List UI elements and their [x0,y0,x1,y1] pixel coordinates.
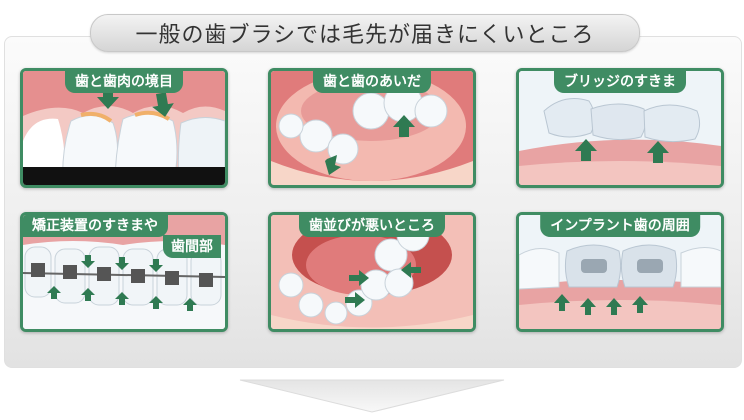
card-label: 矯正装置のすきまや [23,215,168,237]
card-between-teeth: 歯と歯のあいだ [268,68,476,188]
page-title-text: 一般の歯ブラシでは毛先が届きにくいところ [135,23,595,48]
implant-illustration [519,215,721,329]
card-orthodontic: 矯正装置のすきまや 歯間部 [20,212,228,332]
card-label: 歯と歯肉の境目 [65,71,183,93]
card-label: ブリッジのすきま [554,71,686,93]
card-label: 歯並びが悪いところ [299,215,445,237]
card-gumline: 歯と歯肉の境目 [20,68,228,188]
between-teeth-illustration [271,71,473,185]
page-title: 一般の歯ブラシでは毛先が届きにくいところ [90,14,640,52]
card-bridge-gap: ブリッジのすきま [516,68,724,188]
card-label: 歯と歯のあいだ [313,71,431,93]
card-label: インプラント歯の周囲 [540,215,700,237]
card-implant: インプラント歯の周囲 [516,212,724,332]
down-arrow-icon [239,379,505,413]
card-misaligned: 歯並びが悪いところ [268,212,476,332]
card-sublabel: 歯間部 [163,235,221,258]
